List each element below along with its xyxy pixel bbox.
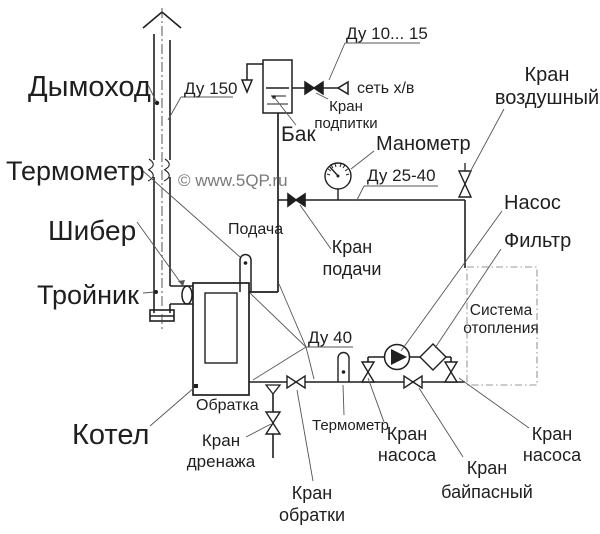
- boiler-thermometer-symbol: [239, 253, 252, 292]
- return-thermometer-symbol: [337, 351, 350, 382]
- dim-chimney: Ду 150: [184, 79, 237, 98]
- bypass-valve-symbol: [403, 374, 423, 390]
- label-air-valve-1: Кран: [525, 64, 570, 86]
- drain-valve-symbol: [264, 411, 282, 435]
- labels: Дымоход Термометр Шибер Тройник Котел Ба…: [6, 24, 599, 525]
- pump-branch: [360, 343, 459, 383]
- pump-impeller: [391, 349, 407, 365]
- label-return-valve-2: обратки: [279, 505, 345, 525]
- dim-makeup: Ду 10... 15: [346, 24, 428, 43]
- label-drain-valve-2: дренажа: [187, 452, 256, 471]
- leader-lines: [136, 42, 530, 482]
- label-tank: Бак: [281, 123, 316, 146]
- watermark: © www.5QP.ru: [178, 171, 288, 190]
- label-damper: Шибер: [48, 215, 136, 246]
- supply-line: [278, 192, 465, 208]
- label-heating-system-1: Система: [470, 302, 533, 319]
- label-boiler: Котел: [72, 419, 149, 451]
- network-arrow: [336, 80, 349, 96]
- label-tee: Тройник: [37, 280, 139, 310]
- return-valve-symbol: [286, 374, 306, 390]
- label-pump-valve-left-1: Кран: [387, 424, 427, 444]
- label-supply-pipe: Подача: [228, 221, 283, 238]
- label-pump-valve-right-2: насоса: [523, 445, 582, 465]
- tee-damper-stub: [170, 285, 193, 305]
- drain-branch: [264, 384, 282, 458]
- label-return-pipe: Обратка: [196, 397, 259, 414]
- damper-symbol: [181, 285, 193, 305]
- boiler-body: [192, 282, 250, 396]
- dim-supply: Ду 25-40: [367, 166, 436, 185]
- drain-funnel: [264, 384, 282, 396]
- label-drain-valve-1: Кран: [202, 431, 240, 450]
- label-bypass-valve-2: байпасный: [441, 482, 533, 502]
- label-bypass-valve-1: Кран: [467, 458, 507, 478]
- makeup-valve-symbol: [304, 80, 324, 96]
- pump-valve-right-symbol: [443, 361, 459, 383]
- air-valve-symbol: [457, 170, 473, 198]
- makeup-line: [292, 80, 349, 96]
- label-pump-valve-left-2: насоса: [378, 445, 437, 465]
- label-makeup-valve-2: подпитки: [314, 115, 377, 132]
- dim-return: Ду 40: [308, 328, 352, 347]
- label-supply-valve-2: подачи: [323, 259, 382, 279]
- supply-valve-symbol: [287, 192, 306, 208]
- return-line: [249, 343, 465, 458]
- label-chimney: Дымоход: [28, 71, 151, 103]
- filter-symbol: [419, 343, 447, 371]
- heating-system-box: [466, 266, 538, 386]
- expansion-tank: [240, 59, 293, 114]
- label-thermometer-bottom: Термометр: [312, 417, 389, 434]
- label-pump-valve-right-1: Кран: [532, 424, 572, 444]
- overflow-arrow: [240, 79, 254, 94]
- label-cold-water: сеть х/в: [357, 80, 414, 97]
- label-filter: Фильтр: [504, 230, 571, 252]
- label-pump: Насос: [504, 192, 561, 214]
- manometer-symbol: [324, 162, 352, 200]
- supply-riser: [249, 113, 279, 293]
- label-supply-valve-1: Кран: [332, 237, 372, 257]
- label-thermometer-top: Термометр: [6, 156, 145, 186]
- label-air-valve-2: воздушный: [495, 87, 599, 109]
- air-valve-riser: [457, 163, 473, 268]
- label-makeup-valve-1: Кран: [329, 98, 363, 115]
- pump-valve-left-symbol: [360, 361, 376, 383]
- label-return-valve-1: Кран: [292, 483, 332, 503]
- label-heating-system-2: отопления: [463, 320, 539, 337]
- label-manometer: Манометр: [376, 133, 471, 155]
